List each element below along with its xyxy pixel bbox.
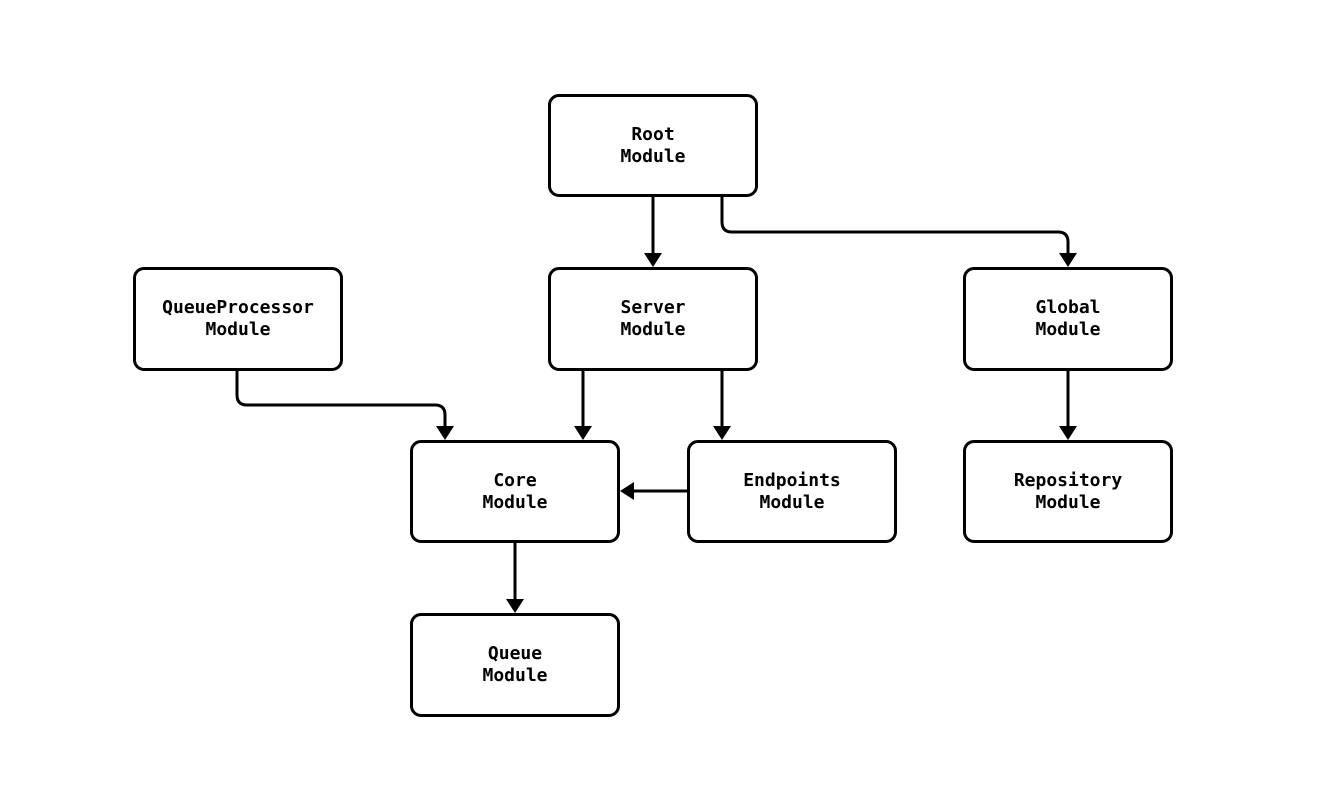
node-queueprocessor-title: QueueProcessor — [162, 297, 314, 318]
node-core[interactable]: Core Module — [410, 440, 620, 543]
node-global-title: Global — [1035, 297, 1101, 318]
edge-queueprocessor-to-core — [235, 371, 447, 431]
arrowhead-global-to-repository — [1059, 426, 1077, 440]
node-repository-title: Repository — [1013, 469, 1123, 491]
edge-root-to-global — [720, 197, 1070, 258]
arrowhead-root-to-server — [644, 253, 662, 267]
arrowhead-queueprocessor-to-core — [436, 426, 454, 440]
node-server-title: Server — [620, 297, 686, 318]
arrowhead-endpoints-to-core — [620, 482, 634, 500]
node-endpoints[interactable]: Endpoints Module — [687, 440, 897, 543]
node-queueprocessor[interactable]: QueueProcessor Module — [133, 267, 343, 371]
node-endpoints-title: Endpoints — [743, 469, 841, 491]
node-global-subtitle: Module — [1035, 319, 1101, 340]
arrowhead-server-to-core — [574, 426, 592, 440]
node-queueprocessor-subtitle: Module — [205, 319, 271, 340]
arrowhead-server-to-endpoints — [713, 426, 731, 440]
arrowhead-core-to-queue — [506, 599, 524, 613]
node-core-title: Core — [493, 469, 537, 491]
node-repository-subtitle: Module — [1035, 491, 1101, 513]
node-queue[interactable]: Queue Module — [410, 613, 620, 717]
node-root-subtitle: Module — [620, 145, 686, 167]
node-server-subtitle: Module — [620, 319, 686, 340]
node-repository[interactable]: Repository Module — [963, 440, 1173, 543]
node-server[interactable]: Server Module — [548, 267, 758, 371]
node-endpoints-subtitle: Module — [759, 491, 825, 513]
node-queue-subtitle: Module — [482, 665, 548, 686]
node-core-subtitle: Module — [482, 491, 548, 513]
node-root[interactable]: Root Module — [548, 94, 758, 197]
node-global[interactable]: Global Module — [963, 267, 1173, 371]
arrowhead-root-to-global — [1059, 253, 1077, 267]
node-root-title: Root — [631, 123, 675, 145]
node-queue-title: Queue — [487, 643, 543, 664]
